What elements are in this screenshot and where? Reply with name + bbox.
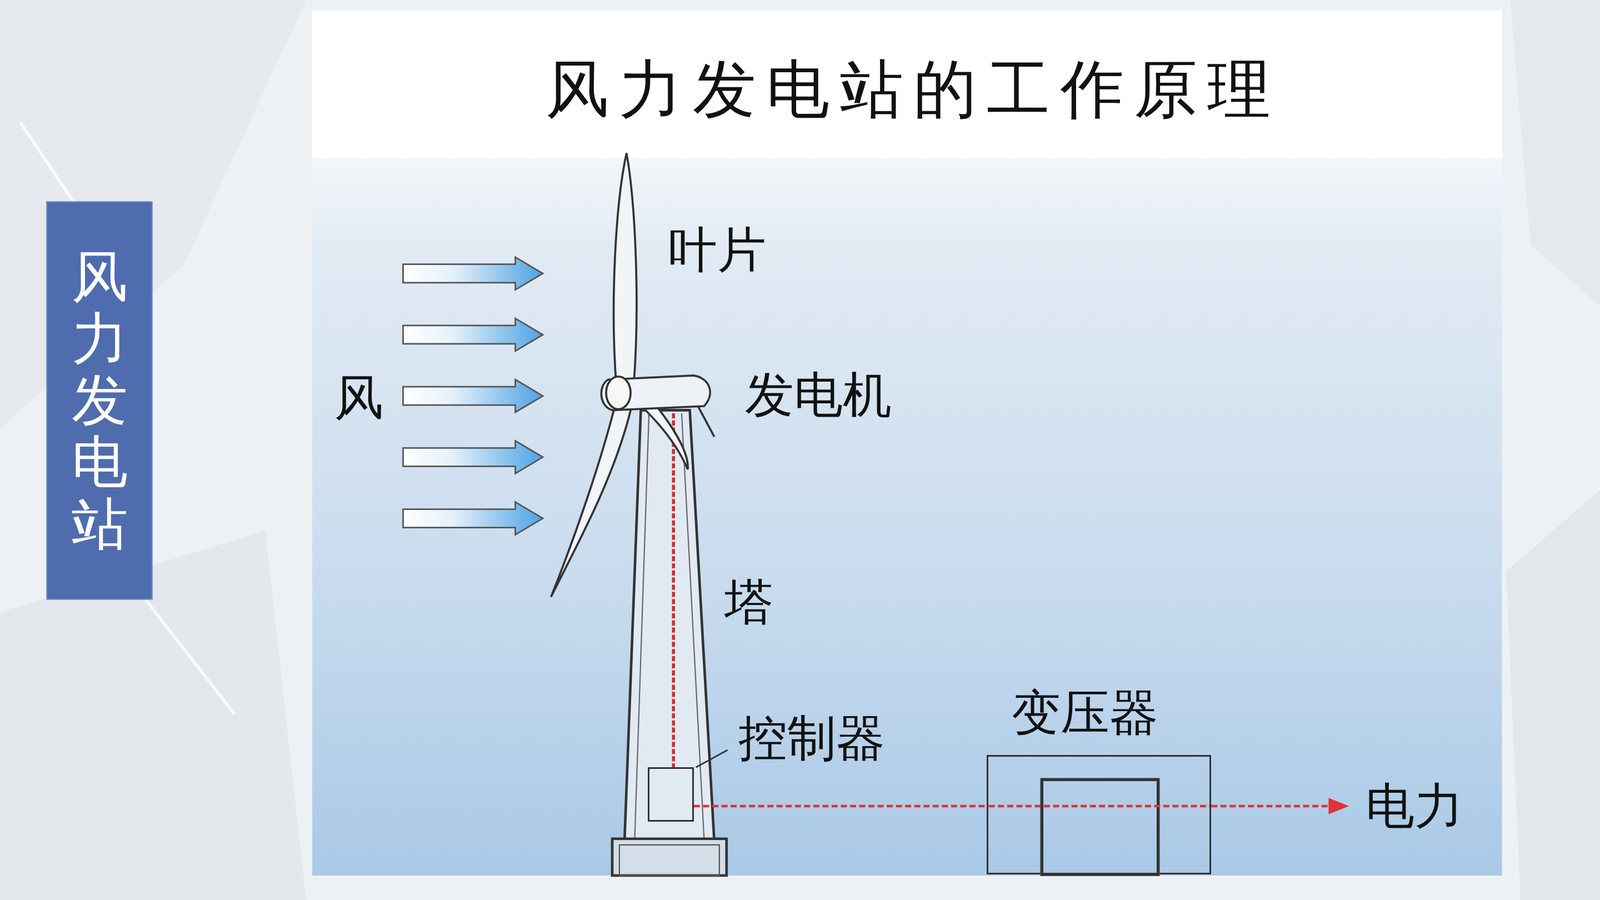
part-label: 变压器 xyxy=(1011,684,1159,741)
sky xyxy=(312,158,1503,876)
title-band: 风力发电站 xyxy=(46,201,154,600)
wind-arrows xyxy=(403,257,544,535)
blade-label: 叶片 xyxy=(668,217,767,284)
power-output-label: 电力 xyxy=(1365,773,1464,840)
generator-label: 发电机 xyxy=(745,361,892,428)
controller-box: 控制器 xyxy=(647,767,694,822)
leader-line xyxy=(696,750,728,768)
tower xyxy=(612,410,727,876)
tower-label: 塔 xyxy=(724,568,774,635)
diagram-title: 风力发电站的工作原理 xyxy=(545,47,1282,133)
wind-label: 风 xyxy=(334,365,384,432)
transformer-box: 变压器 xyxy=(986,755,1212,875)
power-connector xyxy=(693,805,987,808)
output-line xyxy=(988,797,1349,814)
generator-nacelle xyxy=(601,375,714,437)
part-label: 控制器 xyxy=(738,710,885,767)
band-title: 风力发电站 xyxy=(71,246,128,555)
power-cable xyxy=(671,413,675,768)
panel xyxy=(312,10,1503,876)
blades xyxy=(551,153,688,598)
transformer-core xyxy=(1041,779,1158,875)
